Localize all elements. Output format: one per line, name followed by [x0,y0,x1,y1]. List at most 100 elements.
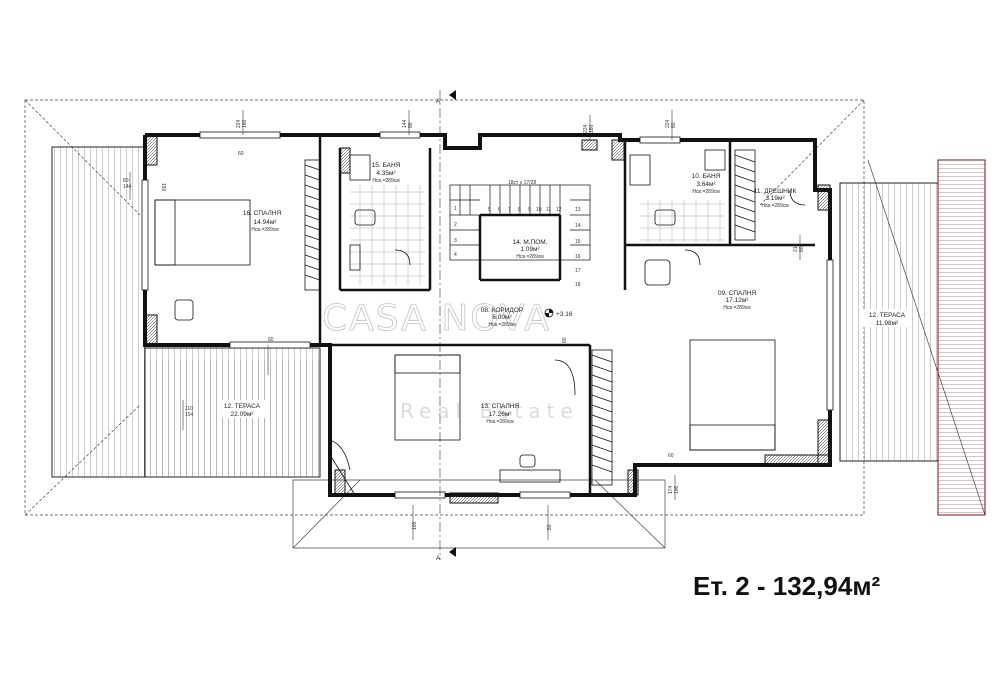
dimension-label: 60 [268,337,274,343]
roof-right [937,159,986,516]
terrace-left-deck [51,146,322,478]
stair-number: 7 [508,207,511,213]
stair-number: 1 [454,206,457,212]
room-closet-11: 11. ДРЕШНИК 3.19м² Нсв.=289см [754,188,797,209]
room-name: 10. БАНЯ [692,173,721,180]
room-height: Нсв.=289см [488,322,516,328]
room-area: 17.12м² [726,297,750,304]
room-area: 4.35м² [376,170,396,177]
basin-icon [644,259,671,286]
dimension-label: 80 [547,524,553,530]
room-area: 1.09м² [520,246,540,253]
room-bath-10: 10. БАНЯ 3.64м² Нсв.=289см [692,173,721,195]
floor-title: Ет. 2 - 132,94м² [693,571,881,601]
stair-number: 16 [575,254,581,260]
stair-number: 13 [575,207,581,213]
room-corridor-08: 08. КОРИДОР 6.00м² Нсв.=289см [481,307,523,328]
section-label: A [436,555,441,562]
dimension-label: 180 [589,124,595,133]
dimension-label: 60 [238,151,244,157]
room-area: 22.09м² [231,411,255,418]
room-height: Нсв.=289см [372,178,400,184]
sink-icon [704,149,726,171]
room-name: 11. ДРЕШНИК [754,188,797,195]
room-name: 12. ТЕРАСА [869,312,906,319]
columns [144,134,831,504]
stair-number: 14 [575,223,581,229]
chair-icon [174,299,194,321]
stair-number: 3 [454,238,457,244]
stair-number: 17 [575,268,581,274]
stair-number: 5 [488,207,491,213]
dimension-label: 224 [583,124,589,133]
sink-icon [349,244,361,271]
watermark-subtitle: Real Estate [400,399,579,423]
section-label: A [436,98,441,105]
stair-numbers: 1 2 3 4 5 6 7 8 9 10 11 12 13 14 15 16 1… [454,206,581,288]
dimension-label: 154 [185,412,194,418]
room-bath-15: 15. БАНЯ 4.35м² Нсв.=289см [372,162,401,184]
shower-icon [629,154,651,186]
dimension-label: 160 [242,119,248,128]
windows [141,131,834,499]
dimension-label: 80 [123,178,129,184]
room-name: 15. БАНЯ [372,162,401,169]
bed-icon [689,339,776,451]
room-bedroom-13: 13. СПАЛНЯ 17.26м² Нсв.=289см [481,403,520,425]
shower-icon [349,154,371,181]
room-name: 08. КОРИДОР [481,307,523,314]
toilet-icon [354,209,376,226]
dimension-label: 174 [668,485,674,494]
room-area: 14.94м² [254,219,278,226]
dimension-label: 144 [123,184,132,190]
dimension-label: 80 [408,122,414,128]
dimension-label: 224 [236,119,242,128]
dimension-label: 144 [402,119,408,128]
dimension-label: 150 [160,183,166,192]
stairs-label: 18ст х 17/28 [508,180,536,186]
bed-icon [394,354,461,441]
dimension-label: 80 [799,246,805,252]
room-terrace-right: 12. ТЕРАСА 11.98м² [862,309,912,327]
stair-number: 15 [575,239,581,245]
room-area: 6.00м² [492,314,512,321]
room-terrace-left: 12. ТЕРАСА 22.09м² [218,400,266,418]
fixtures [154,149,806,496]
room-area: 11.98м² [876,320,899,327]
watermark: CASA NOVA Real Estate [322,298,579,423]
exterior-walls [143,133,832,497]
stair-number: 2 [454,222,457,228]
bed-icon [154,199,251,266]
room-area: 3.19м² [765,195,785,202]
bath-tiles [350,185,725,285]
level-mark: +3.16 [544,308,573,318]
dimension-label: 110 [185,406,193,412]
room-utility-14: 14. М.ПОМ. 1.09м² Нсв.=289см [512,239,547,260]
room-height: Нсв.=289см [761,203,789,209]
stair-number: 18 [575,282,581,288]
room-height: Нсв.=289см [251,227,279,233]
stair-number: 4 [454,252,457,258]
section-marker-bottom: A [436,547,456,562]
watermark-brand: CASA NOVA [322,298,551,339]
room-bedroom-09: 09. СПАЛНЯ 17.12м² Нсв.=289см [718,290,757,311]
stair-number: 8 [518,207,521,213]
stair-number: 6 [498,207,501,213]
room-height: Нсв.=289см [516,254,544,260]
room-name: 09. СПАЛНЯ [718,290,757,297]
wardrobes [304,149,756,486]
stairs [449,184,591,261]
dimension-label: 60 [668,453,674,459]
desk-icon [499,469,561,483]
room-height: Нсв.=289см [723,305,751,311]
dimension-label: 80 [562,337,568,343]
room-bedroom-16: 16. СПАЛНЯ 14.94м² Нсв.=289см [243,210,282,233]
dimension-label: 80 [671,122,677,128]
dimension-marks [129,90,801,560]
stair-number: 12 [556,207,562,213]
stair-number: 9 [528,207,531,213]
room-name: 12. ТЕРАСА [224,403,261,410]
room-area: 3.64м² [696,181,716,188]
room-height: Нсв.=289см [486,419,514,425]
toilet-icon [654,209,676,226]
